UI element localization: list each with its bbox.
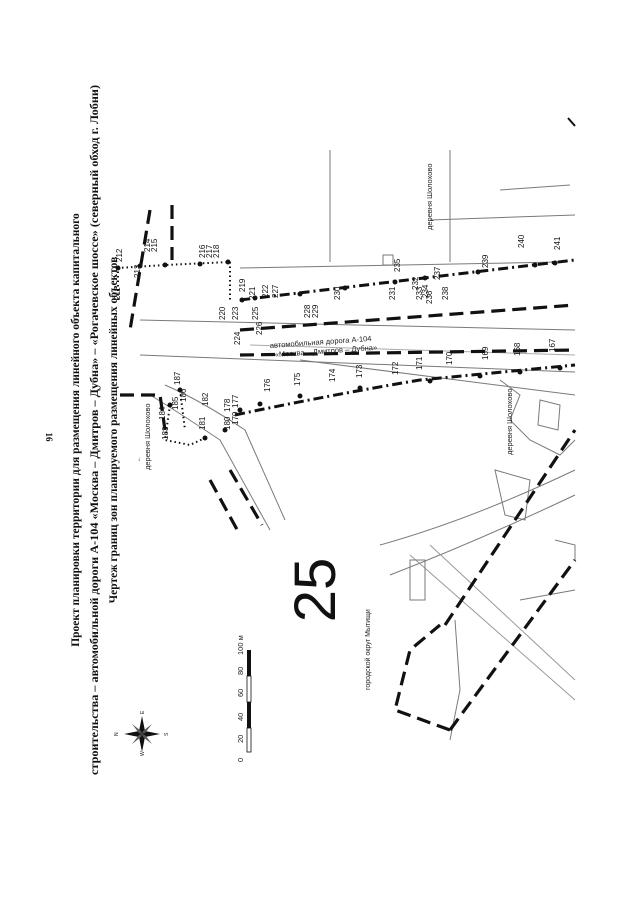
point-label-221: 221 bbox=[248, 286, 257, 300]
scale-tick-80: 80 bbox=[236, 667, 245, 675]
point-label-239: 239 bbox=[481, 254, 490, 268]
point-label-224: 224 bbox=[233, 331, 242, 345]
scale-tick-20: 20 bbox=[236, 735, 245, 743]
point-label-183: 183 bbox=[161, 426, 170, 440]
title-line-1: Проект планировки территории для размеще… bbox=[70, 213, 82, 647]
point-label-234: 234 bbox=[421, 284, 430, 298]
point-label-238: 238 bbox=[441, 286, 450, 300]
scale-tick-60: 60 bbox=[236, 689, 245, 697]
point-label-168: 168 bbox=[513, 342, 522, 356]
page-number: 16 bbox=[44, 433, 54, 443]
scale-bar-seg-4 bbox=[246, 727, 252, 753]
compass-north: N bbox=[114, 732, 120, 736]
sheet-number: 25 bbox=[283, 558, 348, 623]
dotted-connectors bbox=[117, 261, 231, 447]
village-label-lower: деревня Шолохово bbox=[505, 389, 514, 456]
point-label-178: 178 bbox=[223, 398, 232, 412]
point-label-187: 187 bbox=[173, 371, 182, 385]
district-label: городской округ Мытищи bbox=[364, 609, 372, 690]
point-label-169: 169 bbox=[481, 346, 490, 360]
village-label-upper: деревня Шолохово bbox=[425, 164, 434, 231]
point-label-236: 236 bbox=[425, 290, 434, 304]
title-line-3: Чертеж границ зон планируемого размещени… bbox=[108, 257, 120, 604]
point-label-167: 167 bbox=[548, 338, 557, 352]
point-label-229: 229 bbox=[311, 304, 320, 318]
scale-tick-100: 100 м bbox=[236, 635, 245, 655]
point-label-214: 214 bbox=[143, 238, 152, 252]
point-label-218: 218 bbox=[212, 244, 221, 258]
point-label-182: 182 bbox=[201, 392, 210, 406]
point-label-237: 237 bbox=[433, 266, 442, 280]
point-label-223: 223 bbox=[231, 306, 240, 320]
point-label-222: 222 bbox=[261, 284, 270, 298]
title-block: Проект планировки территории для размеще… bbox=[70, 85, 120, 775]
scale-tick-40: 40 bbox=[236, 713, 245, 721]
base-map-features bbox=[139, 150, 576, 741]
point-label-171: 171 bbox=[415, 356, 424, 370]
compass-south: S bbox=[164, 732, 170, 736]
point-label-233: 233 bbox=[415, 286, 424, 300]
scale-bar: 0 20 40 60 80 100 м bbox=[236, 635, 252, 762]
point-label-181: 181 bbox=[198, 416, 207, 430]
compass-rose-icon: N S W E bbox=[114, 710, 170, 756]
scale-bar-seg-1 bbox=[247, 650, 251, 676]
point-label-231: 231 bbox=[388, 286, 397, 300]
point-label-241: 241 bbox=[553, 236, 562, 250]
scale-bar-seg-2 bbox=[246, 675, 252, 703]
village-label-left: деревня Шолохово bbox=[143, 404, 152, 471]
point-label-213: 213 bbox=[133, 264, 142, 278]
road-label: автомобильная дорога А-104 «Москва – Дми… bbox=[270, 334, 378, 359]
point-label-186: 186 bbox=[179, 388, 188, 402]
point-label-219: 219 bbox=[238, 278, 247, 292]
point-label-185: 185 bbox=[171, 396, 180, 410]
planned-lines bbox=[234, 258, 576, 417]
point-label-176: 176 bbox=[263, 378, 272, 392]
point-label-173: 173 bbox=[355, 364, 364, 378]
title-line-2: строительства – автомобильной дороги А-1… bbox=[89, 85, 101, 775]
point-label-215: 215 bbox=[150, 238, 159, 252]
point-label-226: 226 bbox=[255, 321, 264, 335]
point-label-230: 230 bbox=[333, 286, 342, 300]
point-label-179: 179 bbox=[231, 411, 240, 425]
point-label-228: 228 bbox=[303, 304, 312, 318]
point-label-217: 217 bbox=[205, 244, 214, 258]
point-label-225: 225 bbox=[251, 306, 260, 320]
vertex-points bbox=[115, 259, 563, 441]
point-label-220: 220 bbox=[218, 306, 227, 320]
edge-mark bbox=[567, 117, 576, 127]
point-label-216: 216 bbox=[198, 244, 207, 258]
point-label-184: 184 bbox=[158, 406, 167, 420]
point-label-172: 172 bbox=[391, 361, 400, 375]
point-label-232: 232 bbox=[411, 276, 420, 290]
point-label-174: 174 bbox=[328, 368, 337, 382]
point-label-235: 235 bbox=[393, 258, 402, 272]
scale-bar-seg-3 bbox=[247, 702, 251, 728]
point-label-180: 180 bbox=[223, 416, 232, 430]
zone-boundaries bbox=[120, 205, 577, 732]
compass-west: W bbox=[140, 751, 146, 756]
scale-tick-0: 0 bbox=[236, 758, 245, 762]
point-label-240: 240 bbox=[517, 234, 526, 248]
point-label-212: 212 bbox=[115, 248, 124, 262]
point-label-170: 170 bbox=[445, 351, 454, 365]
point-label-227: 227 bbox=[271, 284, 280, 298]
point-label-177: 177 bbox=[231, 394, 240, 408]
compass-east: E bbox=[140, 710, 146, 714]
point-label-175: 175 bbox=[293, 372, 302, 386]
point-label-211: 211 bbox=[113, 287, 122, 300]
direction-arrow: ← bbox=[136, 456, 142, 462]
